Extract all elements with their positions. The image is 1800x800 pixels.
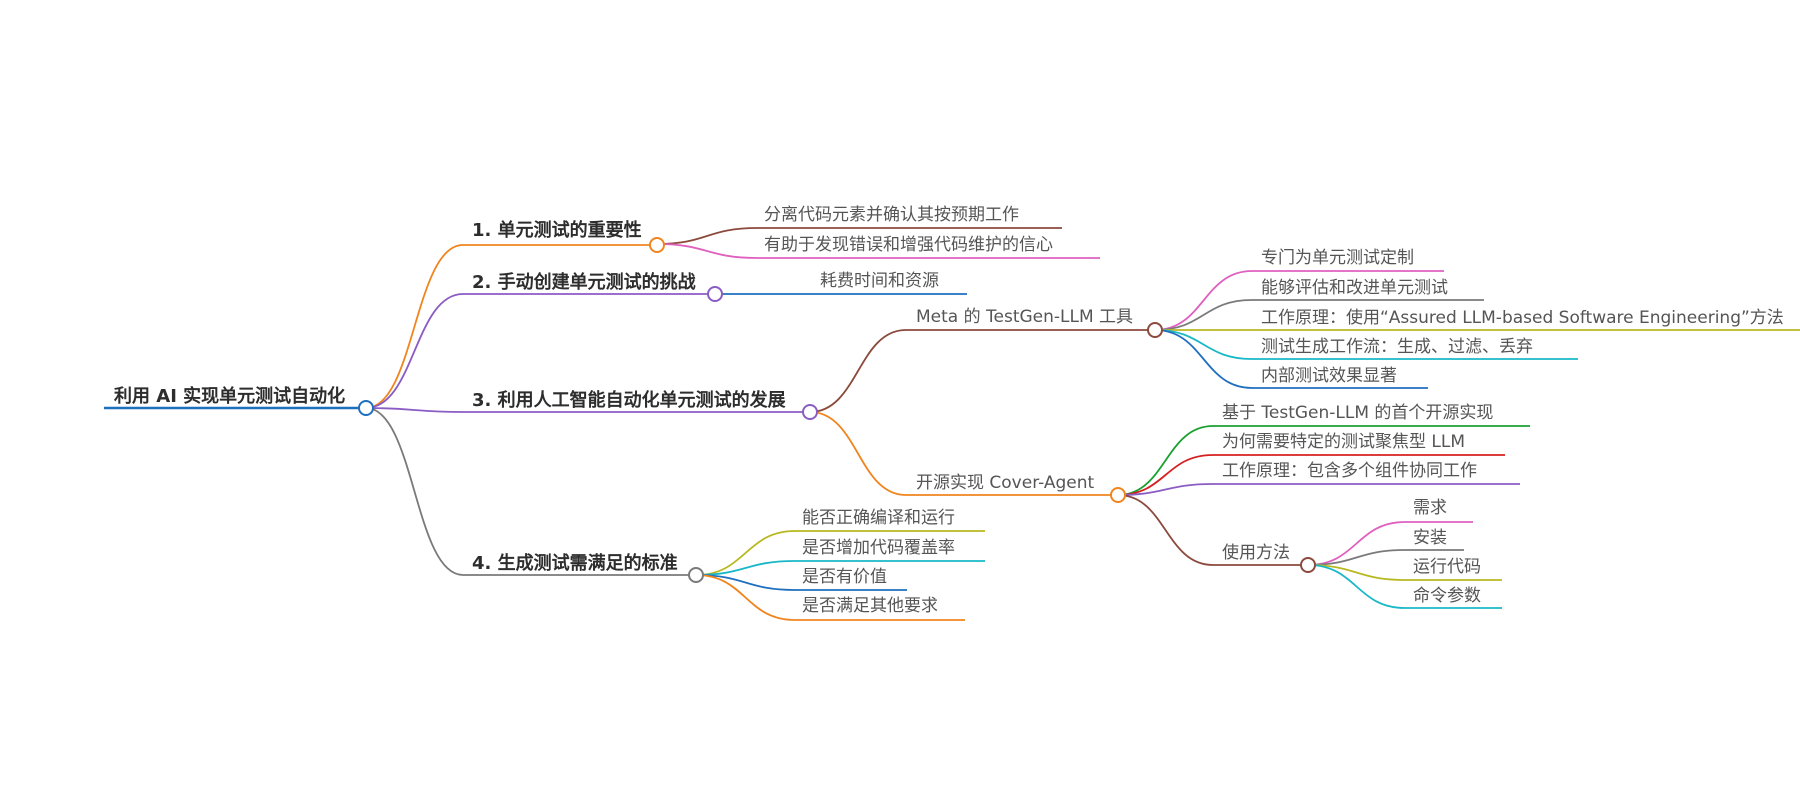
edge-usage-item4 [1307,564,1406,609]
usage-item-requirements[interactable]: 需求 [1413,498,1447,518]
branch1-collapse-toggle[interactable] [649,237,665,253]
edge-root-branch2 [365,293,464,409]
edge-usage-item1 [1307,521,1406,566]
branch3-label[interactable]: 3. 利用人工智能自动化单元测试的发展 [472,390,786,411]
branch1-item-1[interactable]: 分离代码元素并确认其按预期工作 [764,205,1019,225]
meta-tool-label[interactable]: Meta 的 TestGen-LLM 工具 [916,307,1134,327]
meta-item-5[interactable]: 内部测试效果显著 [1261,366,1397,386]
branch4-label[interactable]: 4. 生成测试需满足的标准 [472,553,678,574]
root-collapse-toggle[interactable] [358,400,374,416]
branch4-collapse-toggle[interactable] [688,567,704,583]
edge-cover-usage [1117,494,1214,566]
cover-item-1[interactable]: 基于 TestGen-LLM 的首个开源实现 [1222,403,1494,423]
usage-item-run-code[interactable]: 运行代码 [1413,557,1481,577]
edge-branch4-item4 [695,574,796,621]
edge-root-branch4 [365,407,464,576]
usage-item-command-args[interactable]: 命令参数 [1413,586,1481,606]
edge-meta-item5 [1154,329,1253,389]
edge-meta-item2 [1154,299,1253,331]
edge-branch3-cover [809,411,907,496]
edge-branch1-item1 [656,227,758,245]
meta-collapse-toggle[interactable] [1147,322,1163,338]
edge-branch4-item2 [695,560,796,576]
branch1-label[interactable]: 1. 单元测试的重要性 [472,220,642,241]
usage-collapse-toggle[interactable] [1300,557,1316,573]
edge-cover-item2 [1117,454,1214,496]
root-node-label[interactable]: 利用 AI 实现单元测试自动化 [114,386,346,407]
edge-cover-item3 [1117,483,1214,496]
edge-cover-item1 [1117,425,1214,496]
meta-item-3[interactable]: 工作原理：使用“Assured LLM-based Software Engin… [1261,308,1784,328]
cover-agent-label[interactable]: 开源实现 Cover-Agent [916,473,1095,493]
branch4-item-1[interactable]: 能否正确编译和运行 [802,508,955,528]
cover-item-2[interactable]: 为何需要特定的测试聚焦型 LLM [1222,432,1466,452]
cover-collapse-toggle[interactable] [1110,487,1126,503]
usage-item-install[interactable]: 安装 [1413,528,1447,548]
edge-meta-item1 [1154,270,1253,331]
meta-item-1[interactable]: 专门为单元测试定制 [1261,248,1414,268]
branch4-item-2[interactable]: 是否增加代码覆盖率 [802,538,955,558]
branch2-label[interactable]: 2. 手动创建单元测试的挑战 [472,272,696,293]
edge-branch3-meta [809,329,907,413]
cover-item-3[interactable]: 工作原理：包含多个组件协同工作 [1222,461,1477,481]
edge-root-branch1 [365,244,464,409]
branch3-collapse-toggle[interactable] [802,404,818,420]
edge-meta-item4 [1154,329,1253,360]
edge-root-branch3 [365,407,464,413]
branch1-item-2[interactable]: 有助于发现错误和增强代码维护的信心 [764,235,1053,255]
branch4-item-3[interactable]: 是否有价值 [802,567,887,587]
meta-item-4[interactable]: 测试生成工作流：生成、过滤、丢弃 [1261,337,1533,357]
meta-item-2[interactable]: 能够评估和改进单元测试 [1261,278,1448,298]
branch4-item-4[interactable]: 是否满足其他要求 [802,596,938,616]
edge-usage-item2 [1307,549,1406,566]
usage-label[interactable]: 使用方法 [1222,543,1290,563]
edge-branch1-item2 [656,243,758,259]
branch2-collapse-toggle[interactable] [707,286,723,302]
branch2-item-1[interactable]: 耗费时间和资源 [820,271,939,291]
edge-branch4-item1 [695,530,796,576]
